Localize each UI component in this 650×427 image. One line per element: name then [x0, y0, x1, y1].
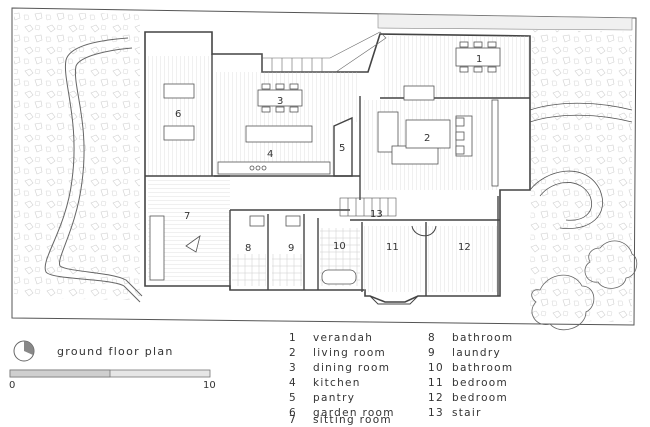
- scale-start-label: 0: [9, 380, 16, 391]
- room-number-11: 11: [386, 242, 399, 253]
- room-number-6: 6: [175, 109, 181, 120]
- dining-furniture: [257, 83, 303, 113]
- living-furniture: [377, 99, 499, 187]
- stair-13: [339, 197, 397, 217]
- garden-room-furniture: [163, 83, 195, 141]
- room-number-12: 12: [458, 242, 471, 253]
- room-numbers: 1 2 3 4 5 6 7 8 9 10 11 12 13: [175, 54, 482, 254]
- room-number-1: 1: [476, 54, 482, 65]
- kitchen-furniture: [217, 125, 331, 175]
- verandah-furniture: [403, 41, 501, 101]
- room-number-2: 2: [424, 133, 430, 144]
- sitting-furniture: [149, 215, 201, 281]
- garden-room-floor: [148, 56, 210, 176]
- interior-walls: [145, 54, 530, 296]
- room-number-10: 10: [333, 241, 346, 252]
- scale-end-label: 10: [203, 380, 216, 391]
- laundry-floor: [272, 254, 302, 286]
- bedroom2-floor: [428, 226, 498, 292]
- bath-fixtures: [249, 215, 357, 285]
- bedroom1-floor: [364, 226, 424, 292]
- room-number-8: 8: [245, 243, 251, 254]
- room-number-13: 13: [370, 209, 383, 220]
- stair-top: [261, 31, 387, 73]
- bath1-floor: [232, 254, 266, 286]
- spiral-stair: [529, 102, 633, 229]
- room-number-7: 7: [184, 211, 190, 222]
- garden-top-strip: [377, 13, 633, 31]
- room-number-9: 9: [288, 243, 294, 254]
- garden-left: [14, 12, 140, 300]
- scale-bar: [9, 369, 211, 378]
- garden-path: [44, 37, 141, 303]
- bay-windows: [369, 225, 437, 305]
- north-marker: [13, 340, 35, 362]
- room-number-3: 3: [277, 96, 283, 107]
- room-number-4: 4: [267, 149, 273, 160]
- garden-right: [530, 30, 632, 322]
- plan-title: ground floor plan: [57, 345, 174, 358]
- trees: [531, 240, 638, 331]
- room-number-5: 5: [339, 143, 345, 154]
